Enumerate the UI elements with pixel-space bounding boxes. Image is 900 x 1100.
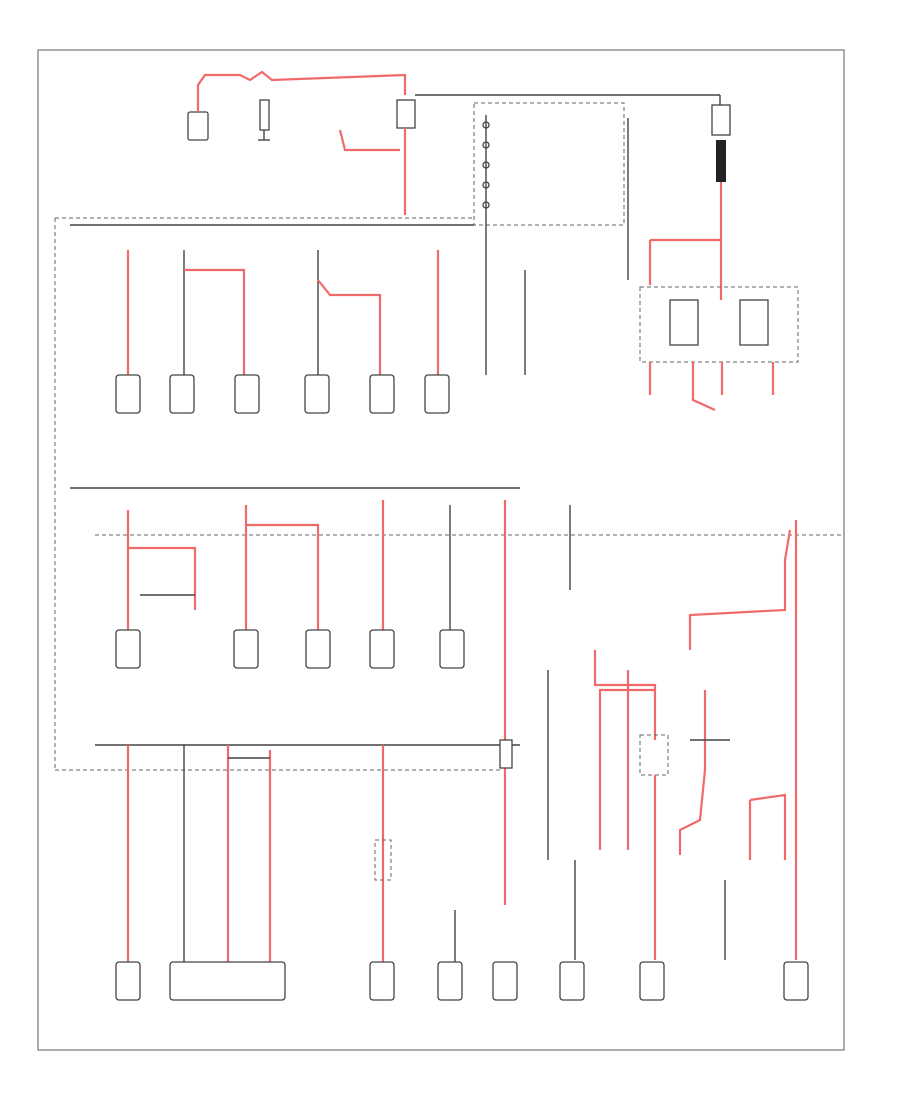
row1-component-6 <box>424 374 450 414</box>
row3-component-6 <box>559 961 585 1001</box>
row-3-circuits <box>115 739 809 1001</box>
fusible-link-component <box>716 140 726 182</box>
right-harness <box>547 650 787 960</box>
row1-component-1 <box>115 374 141 414</box>
relay-2 <box>739 299 769 346</box>
battery-component <box>259 99 270 131</box>
right-relay-panel <box>639 238 799 412</box>
battery-cable-wire <box>196 70 407 112</box>
row3-component-7 <box>639 961 665 1001</box>
row1-component-3 <box>234 374 260 414</box>
row2-component-4 <box>369 629 395 669</box>
circuit-10-wire <box>128 546 197 610</box>
diode-component <box>499 739 513 769</box>
row1-component-4 <box>304 374 330 414</box>
relay-panel-outline <box>639 286 799 363</box>
inline-fuse-outline <box>374 839 392 881</box>
switch-assembly-outline <box>639 734 669 776</box>
diagram-frame <box>37 49 845 1051</box>
row-1-circuits <box>115 225 526 414</box>
row2-component-1 <box>115 629 141 669</box>
row3-component-2 <box>169 961 286 1001</box>
generator-feed-wire <box>338 129 400 152</box>
row1-component-5 <box>369 374 395 414</box>
row3-component-8 <box>783 961 809 1001</box>
row2-component-3 <box>305 629 331 669</box>
row3-component-5 <box>492 961 518 1001</box>
circuit-17-wire <box>688 529 792 650</box>
relay-contacts-column <box>482 115 490 225</box>
right-fusible-link-box <box>711 104 731 136</box>
top-section <box>54 70 731 770</box>
row3-component-3 <box>369 961 395 1001</box>
row3-component-1 <box>115 961 141 1001</box>
row2-component-2 <box>233 629 259 669</box>
row3-component-4 <box>437 961 463 1001</box>
relay-stack-outline <box>473 102 625 226</box>
row1-component-2 <box>169 374 195 414</box>
circuit-3-wire <box>184 268 246 385</box>
row-2-circuits <box>115 500 798 960</box>
circuit-5-wire <box>317 279 382 385</box>
main-fusible-link-box <box>396 99 416 129</box>
circuit-12-wire <box>246 523 320 640</box>
starter-component <box>187 111 209 141</box>
row2-component-5 <box>439 629 465 669</box>
relay-1 <box>669 299 699 346</box>
